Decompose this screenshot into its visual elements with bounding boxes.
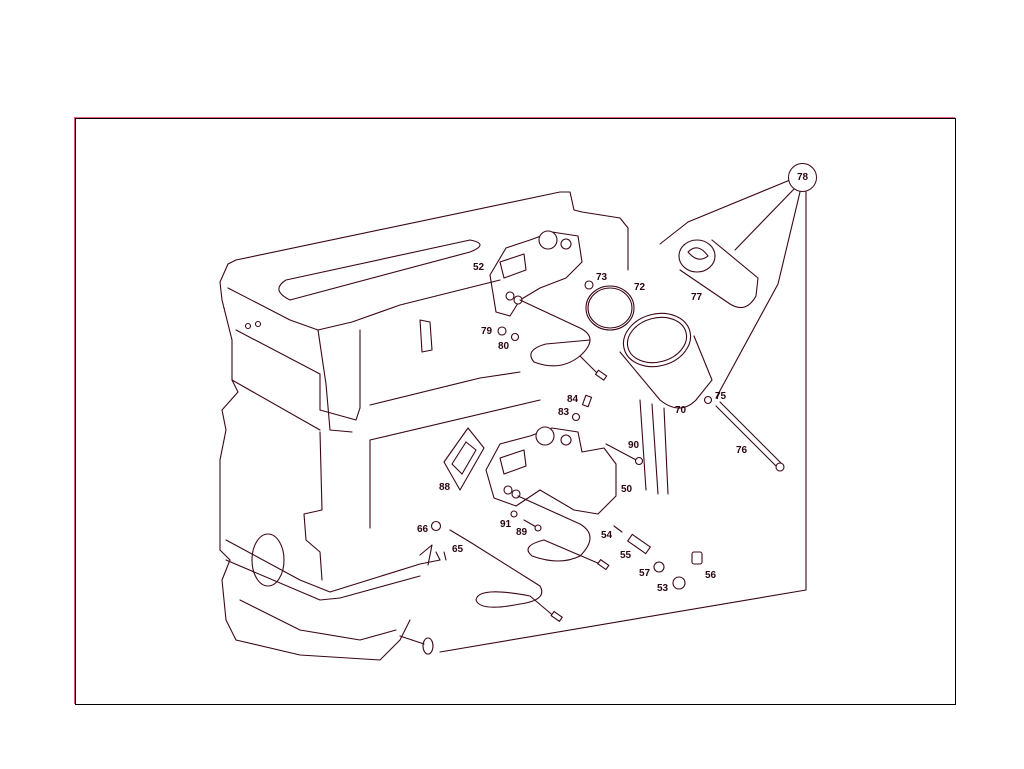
callout-89: 89 bbox=[516, 527, 528, 538]
callout-50: 50 bbox=[621, 484, 633, 495]
gasket-88 bbox=[443, 427, 485, 491]
callout-91: 91 bbox=[500, 519, 512, 530]
plug-53 bbox=[672, 576, 686, 590]
sensor-65 bbox=[449, 529, 557, 619]
callout-76: 76 bbox=[736, 445, 748, 456]
plug-73 bbox=[584, 280, 594, 290]
callout-78-leaders bbox=[439, 179, 807, 653]
washer-57 bbox=[653, 561, 665, 573]
callout-57: 57 bbox=[639, 568, 651, 579]
washer-75 bbox=[703, 395, 713, 405]
callout-72: 72 bbox=[634, 282, 646, 293]
spring-55 bbox=[626, 533, 652, 555]
callout-52: 52 bbox=[473, 262, 485, 273]
callout-78: 78 bbox=[788, 163, 817, 192]
callout-83: 83 bbox=[558, 407, 570, 418]
callout-70: 70 bbox=[675, 405, 687, 416]
callout-54: 54 bbox=[601, 530, 613, 541]
callout-56: 56 bbox=[705, 570, 717, 581]
lower-filter-housing-50 bbox=[485, 426, 644, 571]
callout-88: 88 bbox=[439, 482, 451, 493]
bolt-76 bbox=[715, 401, 783, 469]
callout-84: 84 bbox=[567, 394, 579, 405]
o-ring-72 bbox=[585, 285, 635, 331]
engine-block bbox=[219, 191, 669, 661]
valve-54 bbox=[613, 525, 623, 533]
callout-55: 55 bbox=[620, 550, 632, 561]
callout-77: 77 bbox=[691, 292, 703, 303]
callout-65: 65 bbox=[452, 544, 464, 555]
plug-56 bbox=[691, 551, 703, 565]
callout-75: 75 bbox=[715, 391, 727, 402]
callout-53: 53 bbox=[657, 583, 669, 594]
drain-seal bbox=[422, 637, 434, 655]
seal-66 bbox=[430, 520, 442, 532]
callout-79: 79 bbox=[481, 326, 493, 337]
callout-90: 90 bbox=[628, 440, 640, 451]
oil-filter-77 bbox=[678, 239, 759, 309]
callout-80: 80 bbox=[498, 341, 510, 352]
callout-66: 66 bbox=[417, 524, 429, 535]
filter-housing-70 bbox=[619, 312, 713, 409]
upper-filter-housing bbox=[489, 230, 608, 381]
callout-73: 73 bbox=[596, 272, 608, 283]
